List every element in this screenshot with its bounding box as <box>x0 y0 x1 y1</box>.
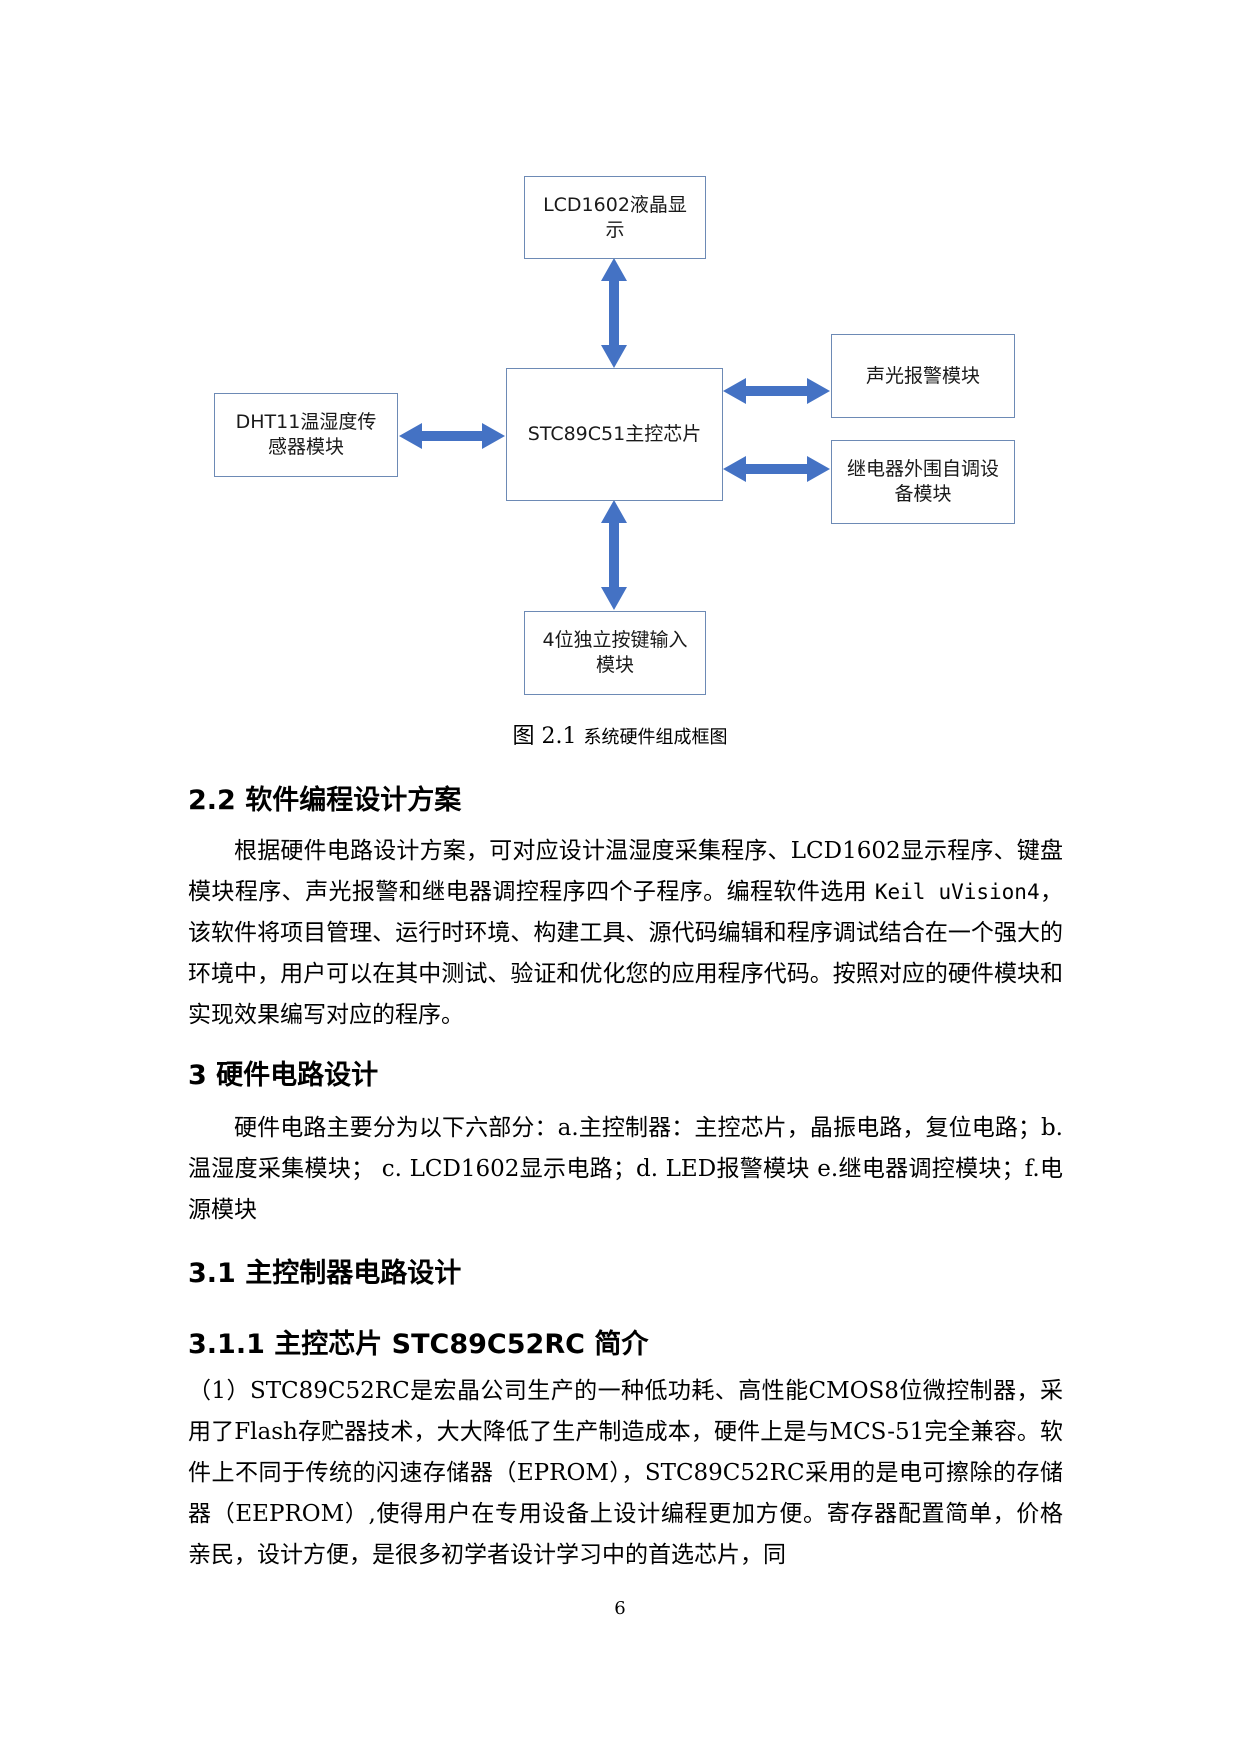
figure-caption-text: 系统硬件组成框图 <box>583 727 728 748</box>
arrow-mcu-alarm <box>723 378 830 404</box>
arrow-mcu-relay <box>723 456 830 482</box>
box-relay-label: 继电器外围自调设备模块 <box>846 458 999 505</box>
heading-2-2: 2.2 软件编程设计方案 <box>188 785 462 816</box>
paragraph-2-2-part-a: 根据硬件电路设计方案，可对应设计温湿度采集程序、LCD1602显示程序、键盘模块… <box>188 838 1063 905</box>
arrow-dht-mcu <box>399 423 505 449</box>
box-keys-label: 4位独立按键输入模块 <box>542 629 688 676</box>
heading-3-1-1: 3.1.1 主控芯片 STC89C52RC 简介 <box>188 1329 649 1360</box>
box-lcd1602: LCD1602液晶显示 <box>524 176 706 259</box>
box-lcd1602-label: LCD1602液晶显示 <box>543 193 687 241</box>
box-relay: 继电器外围自调设备模块 <box>831 440 1015 524</box>
box-keys: 4位独立按键输入模块 <box>524 611 706 695</box>
diagram-arrows <box>399 258 830 610</box>
box-alarm: 声光报警模块 <box>831 334 1015 418</box>
paragraph-2-2: 根据硬件电路设计方案，可对应设计温湿度采集程序、LCD1602显示程序、键盘模块… <box>188 831 1063 1036</box>
heading-3: 3 硬件电路设计 <box>188 1060 379 1091</box>
box-dht11-label: DHT11温湿度传感器模块 <box>235 411 377 458</box>
heading-3-1: 3.1 主控制器电路设计 <box>188 1258 462 1289</box>
paragraph-3: 硬件电路主要分为以下六部分：a.主控制器：主控芯片，晶振电路，复位电路；b.温湿… <box>188 1115 1063 1223</box>
box-mcu: STC89C51主控芯片 <box>506 368 723 501</box>
arrow-mcu-keys <box>601 500 627 610</box>
arrow-lcd-mcu <box>601 258 627 368</box>
box-alarm-label: 声光报警模块 <box>865 364 980 387</box>
software-name: Keil uVision4 <box>874 880 1040 904</box>
figure-caption: 图 2.1 系统硬件组成框图 <box>0 718 1240 750</box>
page-number: 6 <box>614 1598 626 1619</box>
system-hardware-block-diagram: LCD1602液晶显示 STC89C51主控芯片 DHT11温湿度传感器模块 声… <box>0 0 1240 720</box>
box-dht11: DHT11温湿度传感器模块 <box>214 393 398 477</box>
box-mcu-label: STC89C51主控芯片 <box>527 423 702 445</box>
paragraph-2-2-part-b: ，该软件将项目管理、运行时环境、构建工具、源代码编辑和程序调试结合在一个强大的环… <box>188 879 1064 1028</box>
figure-caption-label: 图 2.1 <box>512 724 577 749</box>
paragraph-3-1-1: （1）STC89C52RC是宏晶公司生产的一种低功耗、高性能CMOS8位微控制器… <box>188 1378 1063 1568</box>
